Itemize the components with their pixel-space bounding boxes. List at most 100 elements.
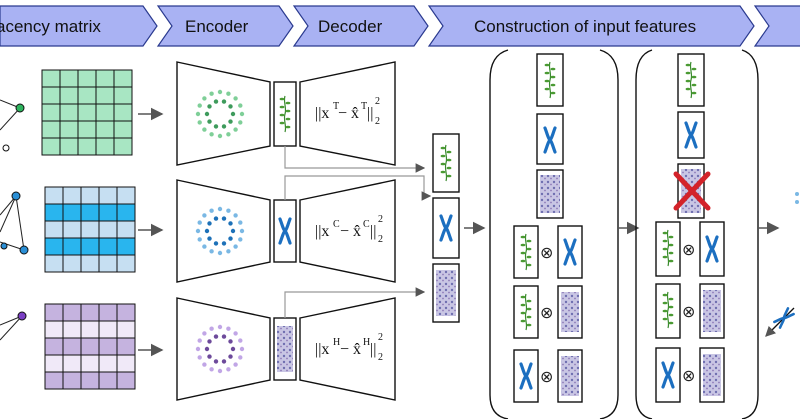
embedding-dot xyxy=(213,241,219,246)
embedding-dot xyxy=(217,368,223,374)
adjacency-matrix-t xyxy=(41,69,133,156)
embedding-dot xyxy=(233,127,238,132)
embedding-dot xyxy=(195,111,201,117)
matrix-cell xyxy=(98,237,118,256)
embedding-dot xyxy=(209,91,214,96)
embedding-dot xyxy=(209,132,214,137)
embedding-dot xyxy=(221,99,227,104)
embedding-dot xyxy=(239,346,245,352)
matrix-cell xyxy=(98,254,118,273)
feature-c xyxy=(677,111,705,159)
graph-node-icon xyxy=(2,144,10,152)
matrix-cell xyxy=(62,371,82,390)
matrix-cell xyxy=(98,354,118,373)
embedding-dot xyxy=(217,206,223,212)
connector-c xyxy=(284,175,425,200)
loss-eq-base: ||x xyxy=(315,341,329,358)
embedding-dot xyxy=(226,249,231,254)
embedding-dot xyxy=(221,334,227,339)
loss-eq-pow: 2 xyxy=(378,332,383,343)
embedding-dot xyxy=(195,346,201,352)
matrix-cell xyxy=(59,103,79,122)
latent-feature-column xyxy=(432,133,460,323)
matrix-cell xyxy=(44,186,64,205)
adjacency-matrix-c xyxy=(44,186,136,273)
embedding-dot xyxy=(221,124,227,129)
tensor-product-icon: ⊗ xyxy=(682,302,695,321)
embedding-dot xyxy=(213,359,219,364)
embedding-dot xyxy=(204,346,210,352)
matrix-cell xyxy=(98,203,118,222)
loss-eq-sup2: C xyxy=(363,219,370,230)
matrix-cell xyxy=(116,371,136,390)
matrix-cell xyxy=(44,371,64,390)
embedding-dot xyxy=(233,331,238,336)
loss-eq-tail: || xyxy=(370,223,376,240)
dot-icon xyxy=(795,192,799,196)
embedding-dots-t xyxy=(195,89,245,139)
embedding-dot xyxy=(207,119,212,124)
embedding-dot xyxy=(239,228,245,234)
histology-icon xyxy=(436,270,456,316)
matrix-cell xyxy=(62,354,82,373)
matrix-cell xyxy=(44,220,64,239)
matrix-cell xyxy=(41,137,61,156)
loss-eq-sup2: T xyxy=(361,101,367,112)
stage-header: acency matrix Encoder Decoder Constructi… xyxy=(0,5,800,47)
matrix-cell xyxy=(41,120,61,139)
embedding-dot xyxy=(221,241,227,246)
embedding-dots-c xyxy=(195,206,245,256)
loss-eq-base: ||x xyxy=(315,105,329,122)
embedding-dot xyxy=(202,213,207,218)
embedding-dot xyxy=(228,354,233,359)
embedding-dot xyxy=(230,111,236,117)
stage-chevron-next xyxy=(753,5,800,47)
matrix-cell xyxy=(116,254,136,273)
graph-node-icon xyxy=(17,311,27,321)
encoder-trapezoid xyxy=(176,179,271,283)
embedding-dot xyxy=(217,324,223,330)
embedding-dot xyxy=(207,354,212,359)
embedding-dot xyxy=(228,339,233,344)
embedding-dot xyxy=(195,228,201,234)
matrix-cell xyxy=(44,303,64,322)
embedding-dot xyxy=(238,355,243,360)
matrix-cell xyxy=(77,137,97,156)
loss-eq-sub: 2 xyxy=(375,116,380,127)
embedding-dot xyxy=(221,216,227,221)
embedding-dot xyxy=(207,339,212,344)
matrix-cell xyxy=(113,137,133,156)
feature-set-ablated: ⊗ ⊗ ⊗ xyxy=(635,49,759,419)
embedding-dot xyxy=(233,213,238,218)
embedding-dot xyxy=(217,89,223,95)
encoder-trapezoid xyxy=(176,61,271,166)
embedding-dots-h xyxy=(195,324,245,374)
matrix-cell xyxy=(77,69,97,88)
embedding-dot xyxy=(228,221,233,226)
matrix-cell xyxy=(113,120,133,139)
embedding-dot xyxy=(204,111,210,117)
embedding-dot xyxy=(202,244,207,249)
histology-icon xyxy=(703,290,721,332)
connector-t xyxy=(284,146,426,173)
histology-icon xyxy=(561,356,579,396)
reconstruction-loss-h: ||x H − x̂ H || 2 2 xyxy=(315,332,383,363)
embedding-dot xyxy=(197,103,202,108)
loss-eq-sup: H xyxy=(333,337,340,348)
embedding-dot xyxy=(238,120,243,125)
matrix-cell xyxy=(62,186,82,205)
right-edge-fragment xyxy=(765,192,799,337)
matrix-cell xyxy=(59,137,79,156)
matrix-cell xyxy=(116,337,136,356)
loss-eq-pow: 2 xyxy=(375,96,380,107)
reconstruction-loss-t: ||x T − x̂ T || 2 2 xyxy=(315,96,380,127)
embedding-dot xyxy=(202,362,207,367)
loss-eq-sup: C xyxy=(333,219,340,230)
embedding-dot xyxy=(213,124,219,129)
graph-node-icon xyxy=(15,103,25,113)
embedding-dot xyxy=(238,103,243,108)
embedding-dot xyxy=(233,244,238,249)
matrix-cell xyxy=(80,254,100,273)
loss-eq-tail: || xyxy=(367,105,373,122)
